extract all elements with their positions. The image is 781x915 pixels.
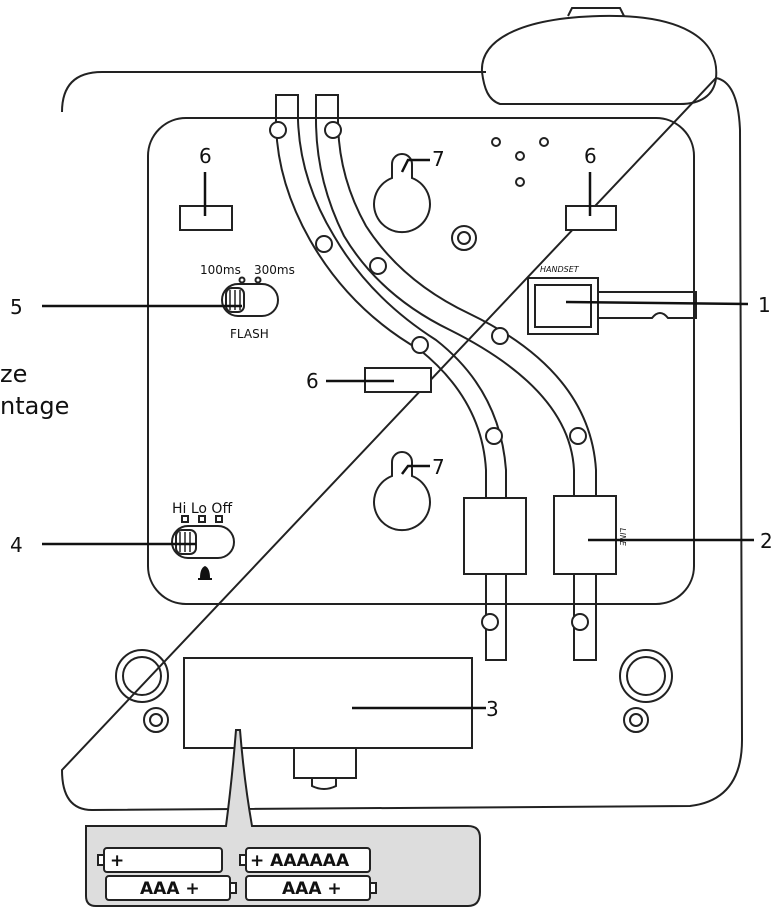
callout-7-top: 7 (432, 147, 445, 171)
callout-3: 3 (486, 697, 499, 721)
callout-4: 4 (10, 533, 23, 557)
hump-top-tab (567, 7, 625, 17)
ringer-switch-knob (175, 529, 197, 555)
flash-option-100ms: 100ms (200, 263, 241, 277)
callout-6-right: 6 (584, 144, 597, 168)
handset-jack (527, 277, 599, 335)
leader-line-1 (565, 300, 749, 306)
screw-boss (451, 225, 477, 251)
callout-6-center: 6 (306, 369, 319, 393)
wall-mount-keyhole-bottom (373, 451, 431, 532)
channel-notches (269, 121, 589, 631)
inner-panel (147, 117, 695, 605)
ringer-bell-icon (198, 566, 212, 580)
cord-channel-right (315, 94, 597, 661)
screw-hole-left (143, 707, 169, 733)
battery-label-1: + (110, 851, 124, 871)
side-text-line-2: ntage (0, 392, 69, 420)
callout-7-bottom: 7 (432, 455, 445, 479)
phone-body-outline (60, 71, 744, 812)
battery-compartment (183, 657, 473, 749)
handset-hump (480, 14, 718, 105)
line-jack-label: LINE (618, 528, 627, 547)
flash-option-300ms: 300ms (254, 263, 295, 277)
foot-socket-right (619, 649, 673, 703)
battery-cover-latch (293, 748, 357, 779)
flash-switch-label: FLASH (230, 327, 269, 341)
battery-label-2: + AAAAAA (250, 851, 350, 871)
callout-1: 1 (758, 293, 771, 317)
foot-socket-left (115, 649, 169, 703)
ringer-switch-options: Hi Lo Off (172, 501, 232, 517)
leader-line-7-bottom (401, 464, 430, 475)
screw-hole-right (623, 707, 649, 733)
cord-channel-left (275, 94, 507, 661)
speaker-holes (491, 137, 549, 187)
battery-label-4: AAA + (282, 879, 342, 899)
handset-cord-exit (598, 291, 697, 319)
callout-6-left: 6 (199, 144, 212, 168)
battery-label-3: AAA + (140, 879, 200, 899)
battery-cells (97, 847, 377, 901)
handset-jack-label: HANDSET (540, 265, 580, 274)
leader-line-7-top (400, 158, 430, 173)
callout-5: 5 (10, 295, 23, 319)
line-jack-right (553, 495, 617, 575)
line-jack-left (463, 497, 527, 575)
callout-2: 2 (760, 529, 773, 553)
side-text-line-1: ze (0, 360, 27, 388)
wall-mount-keyhole-top (373, 153, 431, 234)
